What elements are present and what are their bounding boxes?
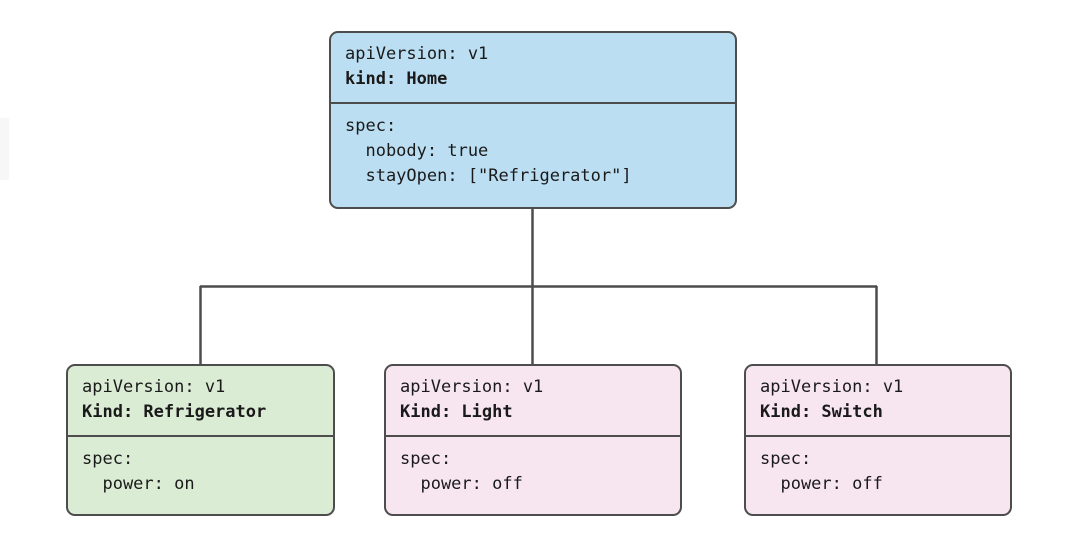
node-switch-spec-power: power: off xyxy=(760,474,883,494)
node-home-api-version: apiVersion: v1 xyxy=(345,44,489,64)
node-light-spec-power: power: off xyxy=(400,474,523,494)
node-refrigerator-spec-power: power: on xyxy=(82,474,195,494)
node-refrigerator-spec-label: spec: xyxy=(82,449,134,469)
node-switch-api-version: apiVersion: v1 xyxy=(760,377,904,397)
node-refrigerator-header: apiVersion: v1 Kind: Refrigerator xyxy=(68,366,333,437)
node-switch-header: apiVersion: v1 Kind: Switch xyxy=(746,366,1010,437)
node-home-spec-label: spec: xyxy=(345,116,397,136)
node-home[interactable]: apiVersion: v1 kind: Home spec: nobody: … xyxy=(329,31,737,209)
node-switch-kind: Kind: Switch xyxy=(760,402,883,422)
node-light-body: spec: power: off xyxy=(386,437,680,514)
node-refrigerator[interactable]: apiVersion: v1 Kind: Refrigerator spec: … xyxy=(66,364,335,516)
node-light-spec-label: spec: xyxy=(400,449,452,469)
node-switch-spec-label: spec: xyxy=(760,449,812,469)
node-switch-body: spec: power: off xyxy=(746,437,1010,514)
node-home-body: spec: nobody: true stayOpen: ["Refrigera… xyxy=(331,104,735,207)
node-refrigerator-api-version: apiVersion: v1 xyxy=(82,377,226,397)
node-light-api-version: apiVersion: v1 xyxy=(400,377,544,397)
node-refrigerator-kind: Kind: Refrigerator xyxy=(82,402,267,422)
node-home-header: apiVersion: v1 kind: Home xyxy=(331,33,735,104)
node-home-kind: kind: Home xyxy=(345,69,448,89)
node-light[interactable]: apiVersion: v1 Kind: Light spec: power: … xyxy=(384,364,682,516)
node-refrigerator-body: spec: power: on xyxy=(68,437,333,514)
node-switch[interactable]: apiVersion: v1 Kind: Switch spec: power:… xyxy=(744,364,1012,516)
node-home-spec-stayopen: stayOpen: ["Refrigerator"] xyxy=(345,166,632,186)
background-artifact xyxy=(0,118,9,180)
node-light-kind: Kind: Light xyxy=(400,402,513,422)
node-home-spec-nobody: nobody: true xyxy=(345,141,489,161)
node-light-header: apiVersion: v1 Kind: Light xyxy=(386,366,680,437)
